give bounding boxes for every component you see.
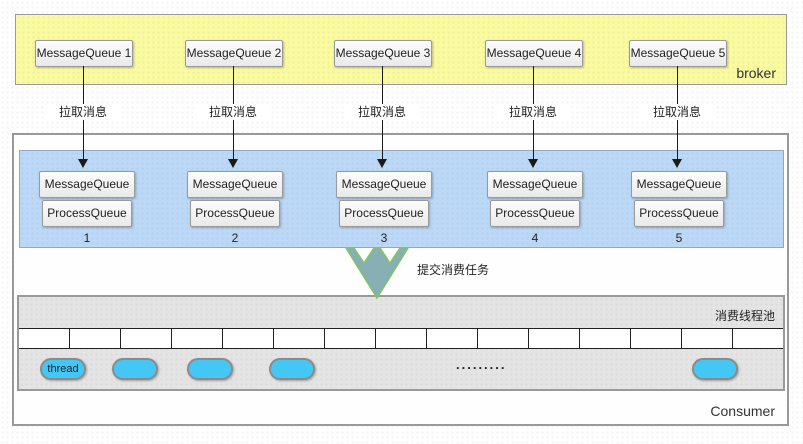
broker-message-queue-4: MessageQueue 4 bbox=[485, 40, 583, 67]
thread-capsule-1: thread bbox=[40, 358, 86, 380]
queue-pair-group: MessageQueue 1 ProcessQueue 1 MessageQue… bbox=[19, 150, 784, 248]
task-cell bbox=[478, 329, 529, 348]
thread-capsule-5 bbox=[692, 358, 738, 380]
task-cell bbox=[631, 329, 682, 348]
process-queue-3: ProcessQueue 3 bbox=[339, 200, 429, 245]
pull-arrowhead-icon bbox=[377, 159, 387, 168]
task-queue-cells bbox=[19, 328, 783, 349]
submit-task-label: 提交消费任务 bbox=[417, 263, 490, 277]
consumer-message-queue-1: MessageQueue 1 bbox=[39, 171, 135, 216]
submit-task-arrow-icon bbox=[345, 247, 409, 299]
broker-container: MessageQueue 1 MessageQueue 2 MessageQue… bbox=[15, 14, 787, 85]
pull-message-label-3: 拉取消息 bbox=[346, 104, 418, 120]
thread-pool: 消费线程池 thread ..... bbox=[17, 295, 785, 391]
task-cell bbox=[529, 329, 580, 348]
queue-pair-1: MessageQueue 1 bbox=[39, 171, 135, 216]
process-queue-4-wrap: ProcessQueue 4 bbox=[490, 200, 580, 245]
broker-message-queue-5: MessageQueue 5 bbox=[629, 40, 727, 67]
pull-message-label-4: 拉取消息 bbox=[497, 104, 569, 120]
process-queue-1-wrap: ProcessQueue 1 bbox=[42, 200, 132, 245]
pull-message-label-5: 拉取消息 bbox=[641, 104, 713, 120]
broker-label: broker bbox=[736, 65, 776, 81]
consumer-message-queue-5: MessageQueue 5 bbox=[631, 171, 727, 216]
queue-pair-4: MessageQueue 4 bbox=[487, 171, 583, 216]
task-cell bbox=[733, 329, 783, 348]
task-cell bbox=[325, 329, 376, 348]
process-queue-3-wrap: ProcessQueue 3 bbox=[339, 200, 429, 245]
pull-arrowhead-icon bbox=[78, 159, 88, 168]
task-cell bbox=[274, 329, 325, 348]
process-queue-5: ProcessQueue 5 bbox=[634, 200, 724, 245]
pull-message-label-2: 拉取消息 bbox=[197, 104, 269, 120]
queue-pair-3: MessageQueue 3 bbox=[336, 171, 432, 216]
task-cell bbox=[223, 329, 274, 348]
process-queue-5-wrap: ProcessQueue 5 bbox=[634, 200, 724, 245]
queue-pair-2: MessageQueue 2 bbox=[187, 171, 283, 216]
pull-arrowhead-icon bbox=[228, 159, 238, 168]
task-cell bbox=[376, 329, 427, 348]
broker-message-queue-3: MessageQueue 3 bbox=[334, 40, 432, 67]
queue-pair-5: MessageQueue 5 bbox=[631, 171, 727, 216]
thread-capsule-4 bbox=[269, 358, 315, 380]
process-queue-4: ProcessQueue 4 bbox=[490, 200, 580, 245]
task-cell bbox=[172, 329, 223, 348]
pull-arrowhead-icon bbox=[528, 159, 538, 168]
process-queue-2-wrap: ProcessQueue 2 bbox=[190, 200, 280, 245]
thread-capsule-2 bbox=[112, 358, 158, 380]
thread-pool-label: 消费线程池 bbox=[714, 309, 775, 323]
task-cell bbox=[19, 329, 70, 348]
process-queue-2: ProcessQueue 2 bbox=[190, 200, 280, 245]
task-cell bbox=[427, 329, 478, 348]
process-queue-1: ProcessQueue 1 bbox=[42, 200, 132, 245]
task-cell bbox=[70, 329, 121, 348]
thread-capsule-3 bbox=[187, 358, 233, 380]
task-cell bbox=[580, 329, 631, 348]
broker-message-queue-2: MessageQueue 2 bbox=[185, 40, 283, 67]
consumer-message-queue-2: MessageQueue 2 bbox=[187, 171, 283, 216]
consumer-container: MessageQueue 1 ProcessQueue 1 MessageQue… bbox=[12, 133, 789, 426]
pull-message-label-1: 拉取消息 bbox=[47, 104, 119, 120]
task-cell bbox=[121, 329, 172, 348]
consumer-message-queue-4: MessageQueue 4 bbox=[487, 171, 583, 216]
consumer-label: Consumer bbox=[710, 403, 775, 419]
task-cell bbox=[682, 329, 733, 348]
more-threads-ellipsis: ......... bbox=[456, 357, 507, 372]
pull-arrowhead-icon bbox=[672, 159, 682, 168]
broker-message-queue-1: MessageQueue 1 bbox=[35, 40, 133, 67]
consumer-message-queue-3: MessageQueue 3 bbox=[336, 171, 432, 216]
